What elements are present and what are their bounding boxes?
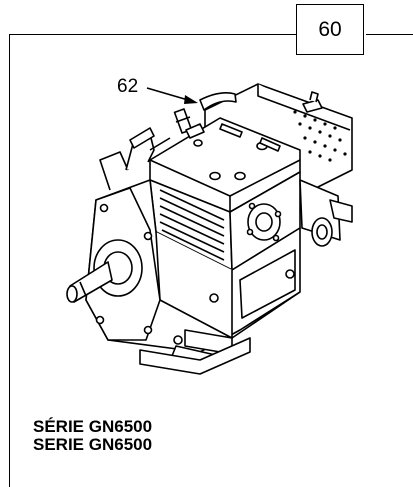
breather-tube bbox=[173, 92, 237, 134]
crankshaft bbox=[66, 239, 143, 303]
leader-arrow bbox=[146, 87, 189, 101]
carburetor bbox=[299, 179, 353, 247]
engine-base bbox=[139, 337, 251, 375]
series-line-1: SÉRIE GN6500 bbox=[33, 417, 153, 436]
frame-left-border bbox=[9, 34, 10, 487]
series-label: SÉRIE GN6500 SERIE GN6500 bbox=[33, 418, 152, 454]
cylinder-head bbox=[149, 171, 301, 271]
governor-linkage bbox=[129, 123, 205, 151]
muffler bbox=[204, 83, 353, 197]
frame-top-border-right bbox=[366, 34, 413, 35]
side-cover bbox=[85, 133, 161, 341]
series-line-2: SERIE GN6500 bbox=[33, 435, 153, 454]
callout-box: 60 bbox=[296, 4, 364, 55]
part-number-label: 62 bbox=[117, 76, 139, 97]
frame-top-border bbox=[9, 34, 296, 35]
arrowhead bbox=[184, 95, 198, 104]
callout-number: 60 bbox=[318, 17, 342, 41]
